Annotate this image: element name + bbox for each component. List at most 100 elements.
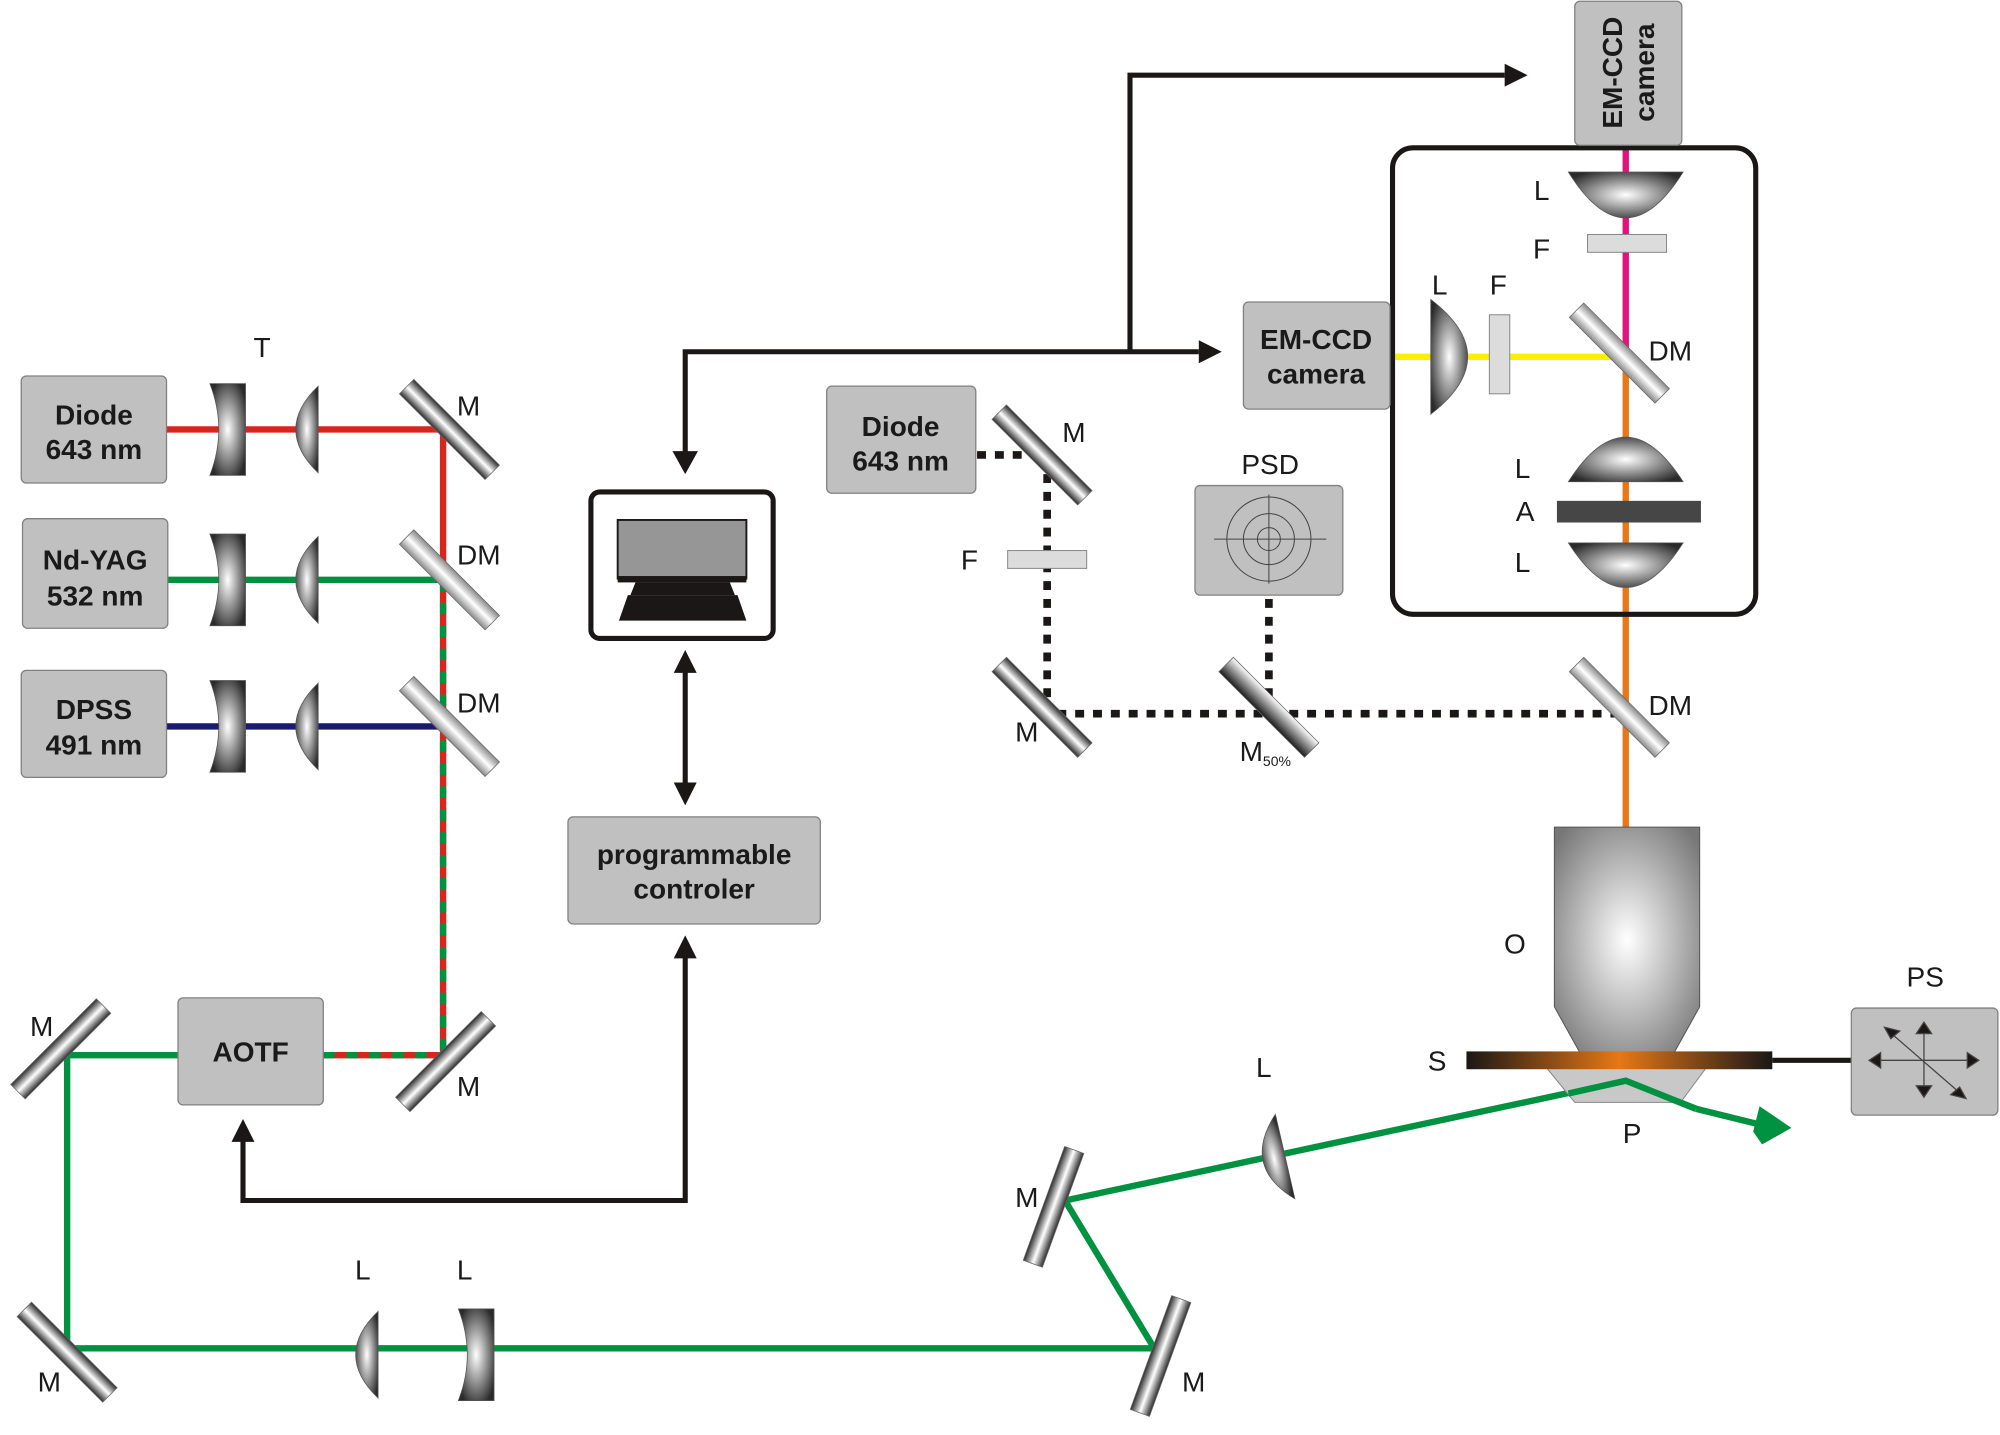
- control-wires: [231, 63, 1852, 1204]
- mirror: [991, 656, 1093, 758]
- source-label: Nd-YAG: [43, 545, 148, 576]
- beams-left: [63, 426, 1792, 1352]
- camera-label-2: camera: [1629, 23, 1660, 122]
- telescope-concave-lens: [209, 533, 246, 627]
- lens-label: L: [1534, 175, 1550, 206]
- mirror-label: M: [38, 1367, 61, 1398]
- half-mirror-subscript: 50%: [1263, 753, 1291, 769]
- optical-elements: [10, 171, 1701, 1417]
- arrowhead-aotf: [231, 1118, 255, 1142]
- focus-diode-box: Diode 643 nm: [826, 385, 977, 494]
- beam-green-tirf-in-prism: [1567, 1077, 1698, 1112]
- source-wavelength: 532 nm: [47, 580, 144, 611]
- controller-box: programmable controler: [567, 816, 821, 925]
- convex-lens: [355, 1310, 379, 1399]
- dotted-beam-path: [977, 451, 1626, 718]
- psd-box: PSD: [1194, 449, 1344, 596]
- arrowhead-top-camera: [1504, 63, 1528, 87]
- mirror: [10, 998, 112, 1100]
- detection-enclosure: [1389, 145, 1759, 617]
- mirror: [1129, 1295, 1192, 1417]
- sample-stage: [1466, 1051, 1773, 1070]
- lens-label: L: [1256, 1052, 1272, 1083]
- dichroic-label: DM: [457, 687, 501, 718]
- mirror: [398, 378, 501, 481]
- convex-lens: [1261, 1113, 1296, 1200]
- sample-label: S: [1428, 1046, 1447, 1077]
- aperture-label: A: [1516, 496, 1535, 527]
- telescope-convex-lens: [295, 385, 319, 474]
- mirror: [16, 1301, 118, 1403]
- mirror-label: M: [457, 1071, 480, 1102]
- filter: [1488, 314, 1511, 395]
- mirror-label: M: [30, 1011, 53, 1042]
- convex-lens: [1430, 298, 1468, 415]
- focus-diode-label: Diode: [862, 411, 940, 442]
- controller-label-2: controler: [633, 873, 755, 904]
- filter: [1007, 550, 1088, 569]
- dichroic-mirror: [398, 675, 501, 777]
- mirror-label: M: [1182, 1367, 1205, 1398]
- objective: [1553, 826, 1701, 1054]
- convex-lens: [1567, 171, 1684, 219]
- half-mirror-label: M50%: [1240, 736, 1291, 769]
- prism: [1545, 1067, 1708, 1103]
- dichroic-mirror: [398, 529, 501, 631]
- focus-diode-wavelength: 643 nm: [852, 445, 949, 476]
- computer-icon: [588, 489, 776, 642]
- wire-computer-to-cameras: [682, 349, 1199, 457]
- dichroic-label: DM: [457, 540, 501, 571]
- source-label: Diode: [55, 399, 133, 430]
- lens-label: L: [457, 1255, 473, 1286]
- laser-source-ndyag: Nd-YAG 532 nm: [21, 518, 169, 629]
- psd-label: PSD: [1241, 449, 1299, 480]
- mirror: [1022, 1146, 1085, 1268]
- mirror-label: M: [1015, 1182, 1038, 1213]
- dichroic-mirror: [1568, 302, 1670, 404]
- concave-lens: [457, 1308, 495, 1401]
- aotf-label: AOTF: [213, 1037, 289, 1068]
- mirror-label: M: [1015, 717, 1038, 748]
- target-icon: [1214, 494, 1327, 584]
- filter: [1586, 233, 1668, 253]
- filter-label: F: [1533, 234, 1550, 265]
- ps-label: PS: [1907, 961, 1944, 992]
- prism-label: P: [1623, 1118, 1642, 1149]
- laser-source-dpss: DPSS 491 nm: [20, 669, 168, 779]
- camera-label-1: EM-CCD: [1597, 17, 1628, 129]
- lens-label: L: [355, 1255, 371, 1286]
- telescope-label: T: [254, 332, 271, 363]
- aotf-box: AOTF: [177, 997, 324, 1106]
- objective-label: O: [1504, 928, 1526, 959]
- dichroic-mirror: [1568, 656, 1670, 758]
- half-mirror: [1218, 656, 1320, 758]
- mirror-label: M: [1062, 417, 1085, 448]
- filter-label: F: [961, 545, 978, 576]
- arrowhead-to-controller: [673, 782, 697, 806]
- convex-lens: [1567, 436, 1684, 483]
- lens-label: L: [1515, 547, 1531, 578]
- arrowhead-to-computer: [673, 649, 697, 673]
- telescope-convex-lens: [295, 535, 319, 625]
- arrowhead-side-camera: [1198, 340, 1222, 364]
- telescope-convex-lens: [295, 682, 319, 771]
- camera-label-2: camera: [1267, 359, 1366, 390]
- aperture: [1556, 500, 1701, 523]
- telescope-concave-lens: [209, 383, 246, 476]
- lens-label: L: [1432, 269, 1448, 300]
- wire-to-top-camera: [1127, 72, 1505, 352]
- camera-label-1: EM-CCD: [1260, 324, 1372, 355]
- source-wavelength: 643 nm: [46, 434, 143, 465]
- camera-top-box: EM-CCD camera: [1574, 0, 1683, 146]
- wire-controller-aotf: [240, 955, 688, 1204]
- dichroic-label: DM: [1649, 336, 1693, 367]
- controller-label-1: programmable: [597, 839, 792, 870]
- mirror: [395, 1011, 497, 1113]
- camera-side-box: EM-CCD camera: [1242, 301, 1391, 410]
- arrowhead-controller: [673, 935, 697, 959]
- mirror-label: M: [457, 390, 480, 421]
- mirror: [991, 404, 1093, 506]
- laser-source-diode: Diode 643 nm: [20, 375, 168, 484]
- lens-label: L: [1515, 453, 1531, 484]
